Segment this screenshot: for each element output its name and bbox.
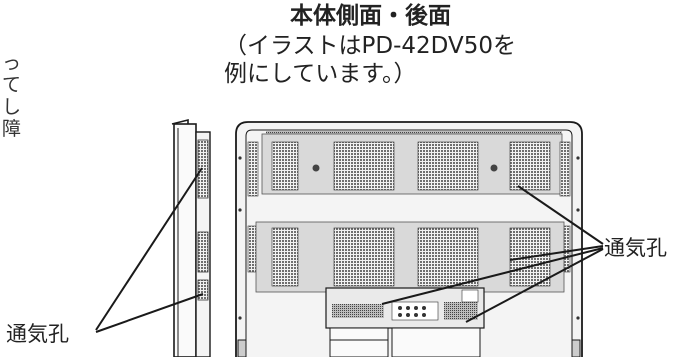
side-vent-bottom <box>197 279 209 301</box>
side-text-line-3: し <box>2 96 22 118</box>
side-text-line-4: 障 <box>2 118 22 140</box>
tv-side-view <box>171 118 211 357</box>
figure-caption: 本体側面・後面 （イラストはPD-42DV50を 例にしています。） <box>224 2 604 88</box>
vent-label-left: 通気孔 <box>6 322 69 346</box>
side-vent-top <box>197 139 209 199</box>
top-vent-strip <box>266 131 562 135</box>
leader-lines-right <box>381 185 604 323</box>
side-vent-middle <box>197 231 209 273</box>
vent-label-right: 通気孔 <box>604 236 667 260</box>
cut-off-side-text: っ て し 障 <box>2 52 28 140</box>
leader-lines-left <box>95 167 204 333</box>
side-text-line-2: て <box>2 74 22 96</box>
side-text-line-1: っ <box>2 52 22 74</box>
tv-rear-view <box>235 121 583 357</box>
caption-line-2: 例にしています。） <box>224 61 417 87</box>
figure-title: 本体側面・後面 <box>290 3 451 29</box>
caption-line-1: （イラストはPD-42DV50を <box>224 33 516 59</box>
